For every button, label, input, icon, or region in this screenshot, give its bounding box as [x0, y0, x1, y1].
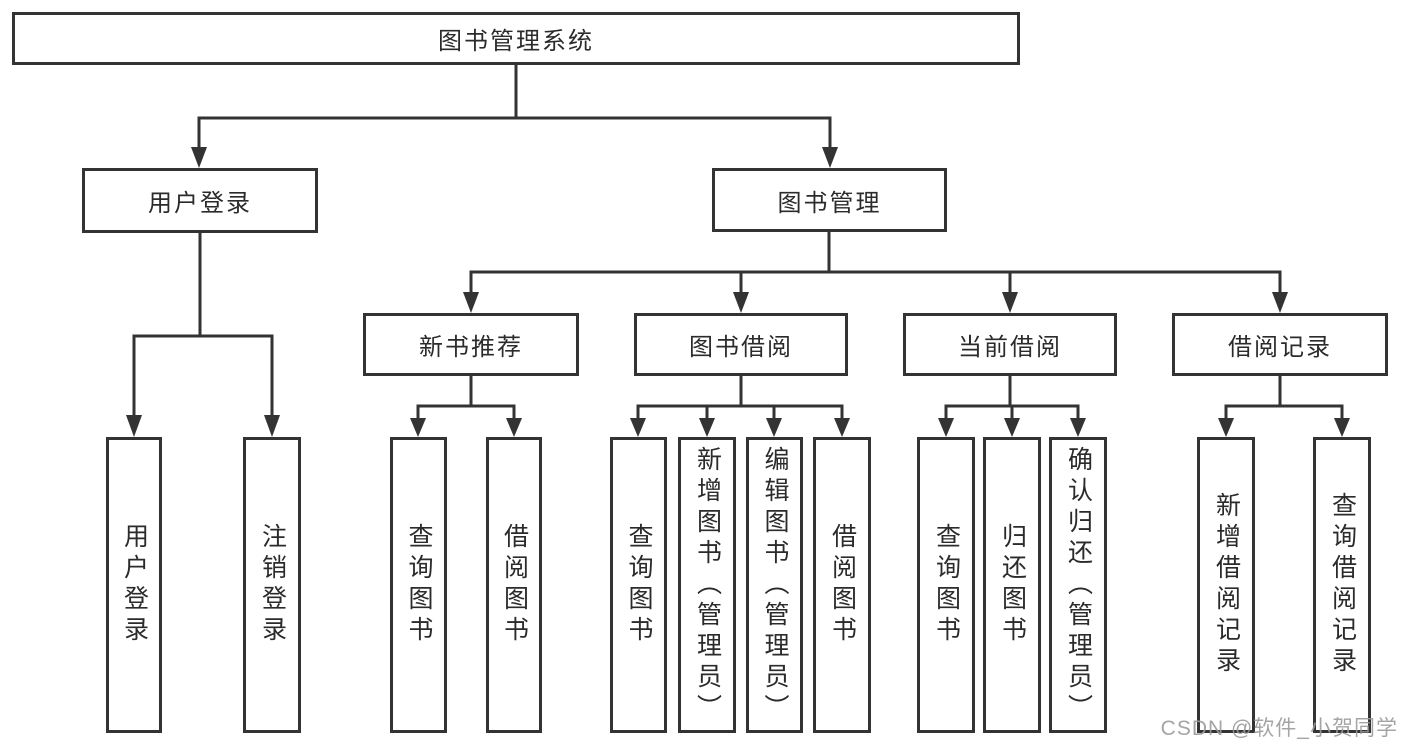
node-bb-query: 查询图书: [610, 437, 667, 733]
connector-root-to-level1: [191, 63, 838, 168]
node-bb-borrow-label: 借阅图书: [828, 523, 857, 647]
node-nbr-borrow-label: 借阅图书: [500, 523, 529, 647]
connector-book-borrow-children: [630, 374, 850, 437]
node-br-add-label: 新增借阅记录: [1212, 492, 1241, 678]
node-login-leaf-label: 用户登录: [120, 523, 149, 647]
node-bb-query-label: 查询图书: [625, 523, 653, 647]
node-bb-borrow: 借阅图书: [813, 437, 871, 733]
node-borrow-records: 借阅记录: [1172, 313, 1388, 376]
connector-current-borrow-children: [938, 374, 1086, 437]
node-cb-return: 归还图书: [983, 437, 1041, 733]
node-new-book-rec: 新书推荐: [363, 313, 579, 376]
node-cb-confirm: 确认归还（管理员）: [1049, 437, 1107, 733]
node-br-query: 查询借阅记录: [1313, 437, 1371, 733]
node-book-borrow: 图书借阅: [634, 313, 848, 376]
node-book-borrow-label: 图书借阅: [689, 334, 793, 361]
node-root: 图书管理系统: [12, 12, 1020, 65]
node-nbr-query: 查询图书: [390, 437, 447, 733]
node-cb-query: 查询图书: [917, 437, 975, 733]
node-user-login-label: 用户登录: [148, 190, 252, 217]
node-borrow-records-label: 借阅记录: [1228, 334, 1332, 361]
node-logout-leaf-label: 注销登录: [258, 523, 287, 647]
node-current-borrow-label: 当前借阅: [958, 334, 1062, 361]
node-new-book-rec-label: 新书推荐: [419, 334, 523, 361]
node-bb-edit: 编辑图书（管理员）: [746, 437, 803, 733]
node-bb-add-label: 新增图书（管理员）: [693, 445, 722, 725]
node-cb-return-label: 归还图书: [998, 523, 1027, 647]
connector-borrow-records-children: [1218, 374, 1350, 437]
node-logout-leaf: 注销登录: [243, 437, 301, 733]
connector-new-book-rec-children: [410, 374, 522, 437]
connector-user-login-branch: [126, 231, 280, 437]
node-user-login: 用户登录: [82, 168, 318, 233]
connector-book-mgmt-branch: [463, 230, 1288, 313]
node-br-query-label: 查询借阅记录: [1328, 492, 1357, 678]
node-bb-add: 新增图书（管理员）: [678, 437, 736, 733]
node-nbr-borrow: 借阅图书: [486, 437, 542, 733]
node-book-mgmt: 图书管理: [712, 168, 947, 232]
node-cb-query-label: 查询图书: [932, 523, 961, 647]
node-nbr-query-label: 查询图书: [405, 523, 433, 647]
node-login-leaf: 用户登录: [106, 437, 162, 733]
node-root-label: 图书管理系统: [438, 28, 594, 55]
node-current-borrow: 当前借阅: [903, 313, 1117, 376]
node-br-add: 新增借阅记录: [1197, 437, 1255, 733]
node-bb-edit-label: 编辑图书（管理员）: [761, 445, 789, 725]
watermark: CSDN @软件_小贺同学: [1160, 717, 1398, 740]
node-book-mgmt-label: 图书管理: [777, 189, 882, 217]
node-cb-confirm-label: 确认归还（管理员）: [1064, 445, 1093, 725]
